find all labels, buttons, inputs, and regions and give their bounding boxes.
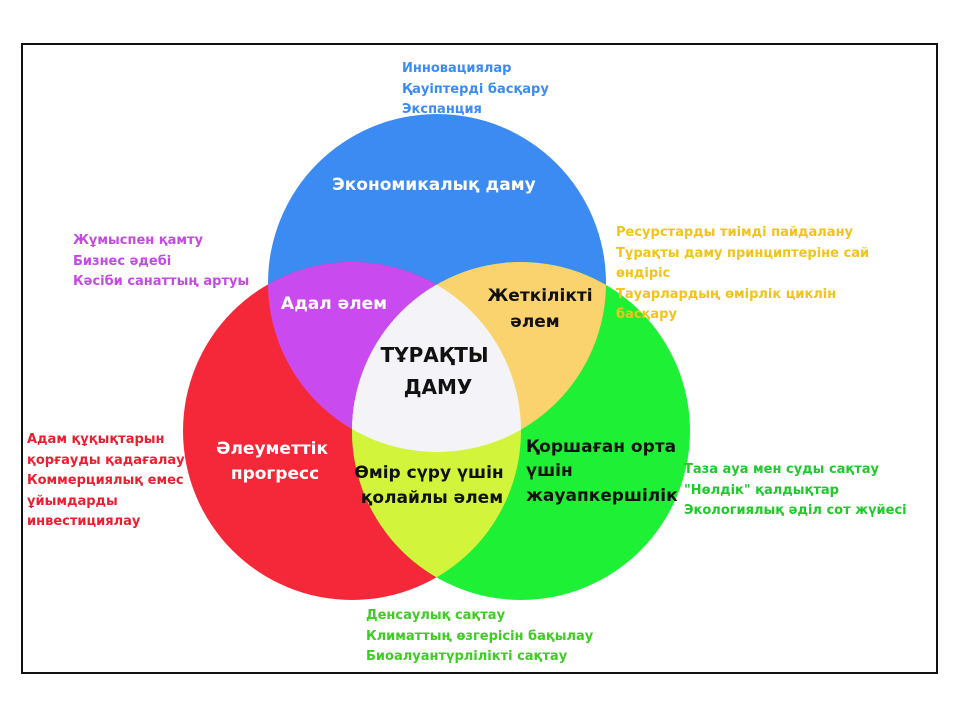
social-circle-label-line: Әлеуметтік — [216, 439, 328, 459]
environmental-notes: Таза ауа мен суды сақтау "Нөлдік" қалдық… — [684, 460, 907, 522]
economic-environmental-note-item: Ресурстарды тиімді пайдалану — [616, 225, 854, 240]
economic-social-label: Адал әлем — [281, 294, 387, 314]
social-note-item: ұйымдарды — [27, 493, 118, 509]
economic-note-item: Инновациялар — [402, 61, 512, 76]
center-label: ТҰРАҚТЫ ДАМУ — [380, 343, 495, 399]
economic-circle-label: Экономикалық даму — [332, 175, 535, 195]
center-label-line: ТҰРАҚТЫ — [380, 343, 488, 367]
economic-environmental-note-item: Тұрақты даму принциптеріне сай — [616, 245, 870, 261]
environmental-circle-label: Қоршаған орта үшін жауапкершілік — [526, 437, 682, 506]
environmental-circle-label-line: үшін — [526, 461, 573, 481]
center-label-line: ДАМУ — [404, 375, 473, 399]
social-note-item: Коммерциялық емес — [27, 473, 184, 488]
economic-social-note-item: Кәсіби санаттың артуы — [73, 274, 250, 289]
economic-note-item: Қауіптерді басқару — [402, 81, 549, 97]
environmental-circle-label-line: жауапкершілік — [526, 486, 678, 506]
social-note-item: Адам құқықтарын — [27, 432, 165, 447]
economic-social-note-item: Жұмыспен қамту — [73, 233, 204, 248]
social-environmental-note-item: Биоалуантүрлілікті сақтау — [366, 649, 568, 664]
economic-environmental-label-line: әлем — [510, 312, 559, 332]
economic-environmental-label: Жеткілікті әлем — [488, 286, 599, 332]
social-note-item: қорғауды қадағалау — [27, 452, 185, 468]
social-environmental-note-item: Денсаулық сақтау — [366, 608, 506, 623]
economic-environmental-label-line: Жеткілікті — [488, 286, 593, 306]
economic-notes: Инновациялар Қауіптерді басқару Экспанци… — [402, 59, 549, 121]
economic-environmental-note-item: басқару — [616, 307, 677, 322]
environmental-note-item: Экологиялық әділ сот жүйесі — [684, 503, 907, 518]
social-circle-label-line: прогресс — [231, 464, 319, 484]
economic-environmental-note-item: өндіріс — [616, 266, 671, 281]
social-circle-label: Әлеуметтік прогресс — [216, 439, 334, 484]
social-environmental-label-line: қолайлы әлем — [361, 488, 503, 508]
economic-social-note-item: Бизнес әдебі — [73, 253, 172, 269]
social-environmental-label-line: Өмір сүру үшін — [354, 463, 503, 483]
economic-environmental-notes: Ресурстарды тиімді пайдалану Тұрақты дам… — [616, 223, 869, 326]
economic-social-notes: Жұмыспен қамту Бизнес әдебі Кәсіби санат… — [73, 231, 249, 293]
social-notes: Адам құқықтарын қорғауды қадағалау Комме… — [27, 430, 185, 533]
social-environmental-note-item: Климаттың өзгерісін бақылау — [366, 628, 594, 644]
center-overlap — [352, 262, 521, 452]
environmental-circle-label-line: Қоршаған орта — [526, 437, 676, 457]
economic-environmental-note-item: Тауарлардың өмірлік циклін — [616, 286, 837, 302]
social-environmental-notes: Денсаулық сақтау Климаттың өзгерісін бақ… — [366, 606, 593, 668]
environmental-note-item: "Нөлдік" қалдықтар — [684, 482, 839, 498]
environmental-note-item: Таза ауа мен суды сақтау — [684, 462, 880, 477]
social-note-item: инвестициялау — [27, 514, 141, 529]
social-environmental-label: Өмір сүру үшін қолайлы әлем — [354, 463, 509, 508]
economic-note-item: Экспанция — [402, 102, 482, 117]
